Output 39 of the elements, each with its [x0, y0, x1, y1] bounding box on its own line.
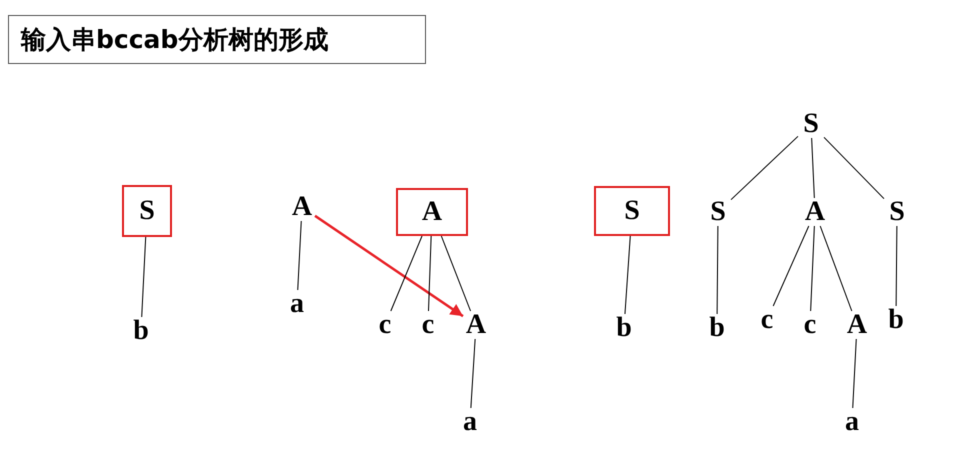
- tree-symbol: b: [885, 306, 907, 334]
- tree-symbol: c: [374, 311, 396, 339]
- tree-symbol: b: [130, 317, 152, 345]
- tree-symbol: b: [613, 314, 635, 342]
- tree-edge: [811, 138, 815, 198]
- tree-symbol: a: [459, 408, 481, 436]
- boxed-symbol: A: [396, 188, 468, 236]
- arrow: [314, 214, 464, 318]
- tree-symbol: A: [802, 198, 828, 226]
- tree-edge: [820, 226, 852, 312]
- boxed-symbol: S: [594, 186, 670, 236]
- tree-edge: [824, 136, 884, 200]
- tree-symbol: a: [286, 290, 308, 318]
- tree-symbol: A: [463, 311, 489, 339]
- tree-edge: [730, 136, 798, 200]
- tree-edge: [141, 236, 146, 318]
- tree-symbol: c: [756, 306, 778, 334]
- tree-symbol: S: [798, 110, 824, 138]
- tree-symbol: c: [799, 311, 821, 339]
- tree-symbol: S: [884, 198, 910, 226]
- tree-symbol: A: [289, 193, 315, 221]
- tree-edge: [428, 236, 432, 312]
- tree-edge: [440, 236, 472, 312]
- tree-symbol: b: [706, 314, 728, 342]
- tree-edge: [810, 226, 815, 312]
- tree-edge: [390, 236, 423, 312]
- title: 输入串bccab分析树的形成: [8, 15, 426, 64]
- tree-edge: [716, 226, 718, 314]
- tree-symbol: A: [844, 311, 870, 339]
- tree-symbol: c: [417, 311, 439, 339]
- tree-edge: [772, 226, 810, 306]
- tree-edge: [896, 226, 898, 306]
- tree-edge: [297, 220, 302, 290]
- tree-edge: [624, 236, 631, 314]
- tree-symbol: a: [841, 408, 863, 436]
- tree-edge: [470, 338, 476, 408]
- tree-edge: [852, 338, 857, 408]
- tree-symbol: S: [705, 198, 731, 226]
- boxed-symbol: S: [122, 185, 172, 237]
